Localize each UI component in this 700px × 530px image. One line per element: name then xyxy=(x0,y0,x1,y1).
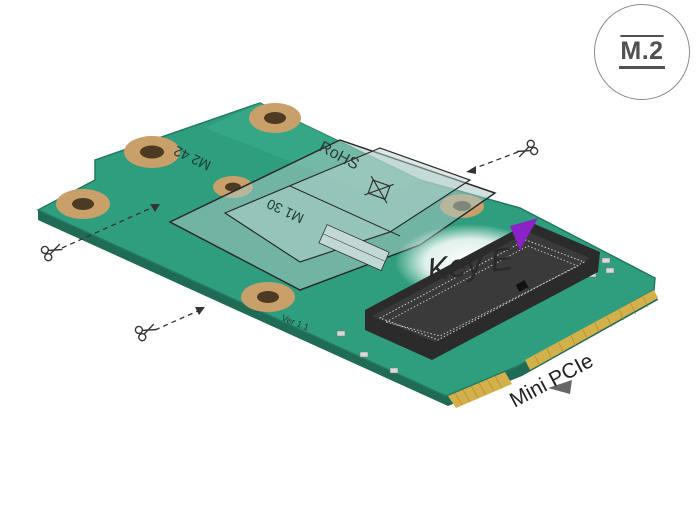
m2-connector xyxy=(365,222,600,360)
mounting-pad xyxy=(241,282,295,312)
mini-pcie-arrow-icon xyxy=(548,380,572,394)
mounting-pad xyxy=(124,136,180,168)
cut-line-bottom xyxy=(154,307,205,331)
triangle-marker-icon xyxy=(510,218,538,250)
scissors-icon xyxy=(516,139,539,158)
mounting-pad xyxy=(56,189,110,219)
mini-pcie-contacts xyxy=(448,290,658,408)
smd-components xyxy=(336,257,615,374)
scissors-icon xyxy=(134,323,157,342)
scissors-icon xyxy=(40,243,63,262)
cut-line-left xyxy=(61,203,161,249)
m2-badge-label: M.2 xyxy=(619,36,665,69)
card-fold-line xyxy=(289,185,401,237)
contact-fingers xyxy=(454,296,649,406)
m2-card-inner xyxy=(223,147,472,263)
m2-badge: M.2 xyxy=(594,4,690,100)
mounting-pad xyxy=(249,103,301,133)
card-label-box xyxy=(318,224,390,272)
cut-line-right xyxy=(466,151,519,174)
weee-bin-icon xyxy=(364,175,394,204)
